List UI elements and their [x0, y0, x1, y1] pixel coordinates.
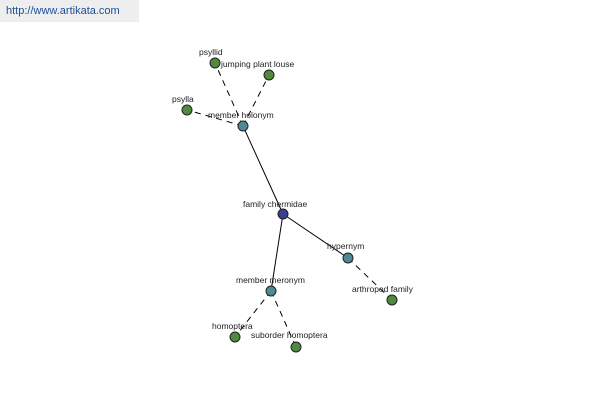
node-family-chermidae[interactable]	[277, 208, 289, 220]
node-hypernym[interactable]	[342, 252, 354, 264]
node-suborder-homoptera[interactable]	[290, 341, 302, 353]
node-member-meronym[interactable]	[265, 285, 277, 297]
node-label-member-holonym[interactable]: member holonym	[208, 110, 274, 120]
node-label-family-chermidae[interactable]: family chermidae	[243, 199, 308, 209]
node-homoptera[interactable]	[229, 331, 241, 343]
node-label-psylla[interactable]: psylla	[172, 94, 194, 104]
edge-member-meronym-to-homoptera	[234, 290, 272, 338]
node-psylla[interactable]	[181, 104, 193, 116]
node-label-homoptera[interactable]: homoptera	[212, 321, 253, 331]
node-arthropod-family[interactable]	[386, 294, 398, 306]
edge-member-holonym-to-psylla	[186, 109, 244, 127]
edge-member-holonym-to-jumping-plant-louse	[242, 74, 270, 127]
node-jumping-plant-louse[interactable]	[263, 69, 275, 81]
node-psyllid[interactable]	[209, 57, 221, 69]
node-label-psyllid[interactable]: psyllid	[199, 47, 223, 57]
node-label-member-meronym[interactable]: member meronym	[236, 275, 305, 285]
node-label-suborder-homoptera[interactable]: suborder homoptera	[251, 330, 328, 340]
edges-layer	[186, 62, 393, 348]
edge-member-holonym-to-psyllid	[214, 62, 244, 127]
watermark-url[interactable]: http://www.artikata.com	[0, 0, 139, 22]
node-label-hypernym[interactable]: hypernym	[327, 241, 364, 251]
edge-family-chermidae-to-hypernym	[282, 213, 349, 259]
labels-layer: family chermidae member holonym hypernym me…	[172, 47, 414, 340]
node-label-jumping-plant-louse[interactable]: jumping plant louse	[220, 59, 295, 69]
node-label-arthropod-family[interactable]: arthropod family	[352, 284, 414, 294]
node-member-holonym[interactable]	[237, 120, 249, 132]
edge-family-chermidae-to-member-holonym	[242, 125, 284, 215]
nodes-layer	[181, 57, 398, 353]
edge-family-chermidae-to-member-meronym	[270, 213, 284, 292]
